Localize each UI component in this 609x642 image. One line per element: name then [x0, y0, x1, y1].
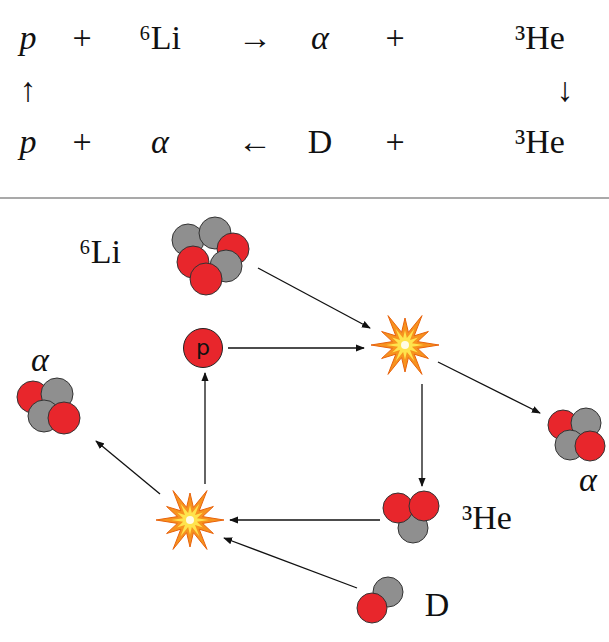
- flow-arrow: [96, 441, 160, 494]
- node-text: ⁶Li: [79, 235, 121, 269]
- equation-symbol: +: [72, 21, 91, 55]
- equation-symbol: ³He: [515, 21, 565, 55]
- flow-arrow: [224, 538, 357, 588]
- lithium-nucleus: [172, 217, 249, 295]
- alpha-nucleus: [548, 408, 605, 461]
- helium3-nucleus: [383, 491, 439, 543]
- equation-symbol: p: [20, 21, 37, 55]
- nucleus-label: α: [579, 463, 597, 497]
- flow-arrow: [228, 347, 364, 348]
- equation-symbol: ⁶Li: [139, 21, 181, 55]
- divider-rule: [0, 197, 609, 198]
- equation-symbol: +: [72, 125, 91, 159]
- reaction-burst: [156, 491, 224, 550]
- nucleus-label: α: [31, 343, 49, 377]
- alpha-nucleus: [17, 378, 80, 434]
- equation-symbol: α: [311, 21, 329, 55]
- equation-symbol: p: [20, 125, 37, 159]
- flow-arrow: [258, 268, 370, 328]
- flow-arrow: [230, 519, 380, 520]
- proton-circle: p: [183, 328, 223, 368]
- equation-symbol: ↓: [557, 73, 574, 107]
- node-text: D: [425, 588, 450, 622]
- node-text: ³He: [462, 501, 512, 535]
- equation-symbol: ↑: [20, 73, 37, 107]
- flow-arrow: [204, 373, 205, 484]
- flow-arrow: [438, 362, 540, 413]
- node-text: α: [579, 463, 597, 497]
- reaction-burst: [371, 316, 439, 375]
- reaction-arrows: [96, 268, 540, 588]
- deuteron: [357, 577, 403, 623]
- equation-symbol: D: [308, 125, 333, 159]
- equation-symbol: +: [385, 125, 404, 159]
- nucleus-label: ³He: [462, 501, 512, 535]
- equation-symbol: ³He: [515, 125, 565, 159]
- equation-symbol: +: [385, 21, 404, 55]
- equation-symbol: α: [151, 125, 169, 159]
- flow-arrow: [421, 384, 422, 486]
- nucleus-label: D: [425, 588, 450, 622]
- node-text: α: [31, 343, 49, 377]
- equation-symbol: →: [238, 21, 272, 55]
- equation-symbol: ←: [238, 125, 272, 159]
- nucleus-label: ⁶Li: [79, 235, 121, 269]
- node-text: p: [196, 337, 210, 359]
